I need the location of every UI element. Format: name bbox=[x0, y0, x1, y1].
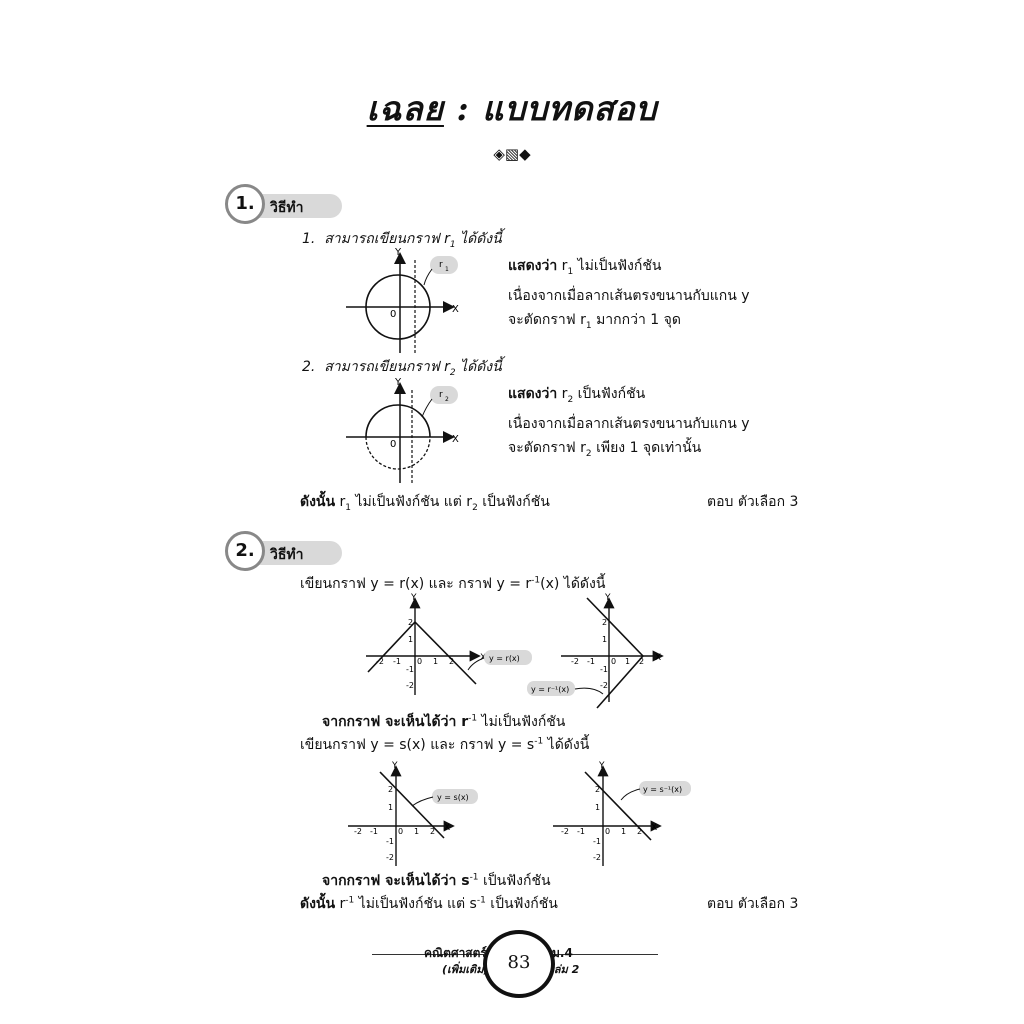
svg-text:2: 2 bbox=[408, 618, 413, 627]
graph-label-sub: 2 bbox=[445, 396, 449, 403]
svg-text:2: 2 bbox=[602, 618, 607, 627]
svg-text:2: 2 bbox=[430, 827, 435, 836]
svg-text:1: 1 bbox=[433, 657, 438, 666]
q1-part2-heading: 2. สามารถเขียนกราฟ r2 ได้ดังนี้ bbox=[302, 359, 502, 378]
question-number: 2. bbox=[225, 531, 265, 571]
graph-r1: X Y 0 r 1 bbox=[346, 247, 459, 355]
svg-text:X: X bbox=[655, 653, 661, 663]
graph-label: r bbox=[439, 260, 443, 270]
svg-text:2: 2 bbox=[388, 785, 393, 794]
svg-text:X: X bbox=[651, 823, 657, 833]
q1-answer: ตอบ ตัวเลือก 3 bbox=[707, 494, 799, 510]
r2-explanation: แสดงว่า r2 เป็นฟังก์ชัน เนื่องจากเมื่อลา… bbox=[508, 386, 750, 459]
svg-text:-1: -1 bbox=[386, 837, 394, 846]
graph-label: y = s⁻¹(x) bbox=[643, 785, 682, 794]
svg-text:0: 0 bbox=[611, 657, 616, 666]
page-title: เฉลย : แบบทดสอบ bbox=[0, 82, 1024, 135]
method-label: วิธีทำ bbox=[270, 547, 304, 563]
q2-observation-2: จากกราฟ จะเห็นได้ว่า s-1 เป็นฟังก์ชัน bbox=[322, 872, 551, 889]
origin-label: 0 bbox=[390, 439, 396, 450]
svg-text:1: 1 bbox=[625, 657, 630, 666]
footer-subject-sub: (เพิ่มเติม) bbox=[442, 963, 489, 976]
q2-answer: ตอบ ตัวเลือก 3 bbox=[707, 896, 799, 912]
graph-label-sub: 1 bbox=[445, 266, 449, 273]
title-ornament: ◈▧◆ bbox=[493, 145, 531, 163]
svg-text:X: X bbox=[444, 823, 450, 833]
svg-text:-2: -2 bbox=[406, 681, 414, 690]
svg-text:-2: -2 bbox=[376, 657, 384, 666]
footer-rule-right bbox=[548, 954, 658, 955]
question-number: 1. bbox=[225, 184, 265, 224]
title-prefix: เฉลย bbox=[366, 89, 444, 128]
svg-text:-1: -1 bbox=[593, 837, 601, 846]
svg-text:1: 1 bbox=[621, 827, 626, 836]
graph-r-inverse: X Y -2 -1 0 1 2 2 1 -1 -2 y = r⁻¹(x) bbox=[527, 593, 664, 709]
svg-text:2: 2 bbox=[637, 827, 642, 836]
graph-label: r bbox=[439, 390, 443, 400]
svg-text:-2: -2 bbox=[386, 853, 394, 862]
svg-text:-1: -1 bbox=[393, 657, 401, 666]
origin-label: 0 bbox=[390, 309, 396, 320]
svg-text:1: 1 bbox=[414, 827, 419, 836]
q2-conclusion: ดังนั้น r-1 ไม่เป็นฟังก์ชัน แต่ s-1 เป็น… bbox=[300, 895, 558, 912]
svg-text:Y: Y bbox=[391, 761, 398, 771]
q2-intro-2: เขียนกราฟ y = s(x) และ กราฟ y = s-1 ได้ด… bbox=[300, 736, 590, 753]
svg-text:1: 1 bbox=[388, 803, 393, 812]
graph-r: X Y -2 -1 0 1 2 2 1 -1 -2 y = r(x) bbox=[366, 593, 532, 695]
q1-part1-heading: 1. สามารถเขียนกราฟ r1 ได้ดังนี้ bbox=[302, 231, 502, 250]
svg-text:-1: -1 bbox=[577, 827, 585, 836]
svg-text:Y: Y bbox=[598, 761, 605, 771]
svg-text:1: 1 bbox=[595, 803, 600, 812]
x-axis-label: X bbox=[452, 304, 459, 315]
q1-conclusion: ดังนั้น r1 ไม่เป็นฟังก์ชัน แต่ r2 เป็นฟั… bbox=[300, 494, 550, 513]
svg-text:-1: -1 bbox=[406, 665, 414, 674]
footer-volume: เล่ม 2 bbox=[550, 963, 580, 976]
q2-observation-1: จากกราฟ จะเห็นได้ว่า r-1 ไม่เป็นฟังก์ชัน bbox=[322, 713, 566, 730]
svg-text:2: 2 bbox=[639, 657, 644, 666]
svg-text:-2: -2 bbox=[593, 853, 601, 862]
graph-r2: X Y 0 r 2 bbox=[346, 377, 459, 485]
svg-text:Y: Y bbox=[604, 593, 611, 603]
svg-text:2: 2 bbox=[595, 785, 600, 794]
method-label: วิธีทำ bbox=[270, 200, 304, 216]
y-axis-label: Y bbox=[394, 377, 402, 388]
svg-text:Y: Y bbox=[410, 593, 417, 603]
graph-s-inverse: X Y -2 -1 0 1 2 2 1 -1 -2 y = s⁻¹(x) bbox=[553, 761, 691, 866]
q2-intro: เขียนกราฟ y = r(x) และ กราฟ y = r-1(x) ไ… bbox=[300, 575, 606, 592]
footer-rule-left bbox=[372, 954, 484, 955]
svg-text:-2: -2 bbox=[571, 657, 579, 666]
x-axis-label: X bbox=[452, 434, 459, 445]
svg-text:-2: -2 bbox=[561, 827, 569, 836]
svg-text:1: 1 bbox=[602, 635, 607, 644]
footer-grade: ม.4 bbox=[552, 946, 573, 960]
svg-text:-2: -2 bbox=[600, 681, 608, 690]
svg-text:0: 0 bbox=[398, 827, 403, 836]
footer-subject: คณิตศาสตร์ bbox=[424, 946, 487, 960]
svg-text:1: 1 bbox=[408, 635, 413, 644]
svg-text:-1: -1 bbox=[587, 657, 595, 666]
svg-text:-2: -2 bbox=[354, 827, 362, 836]
svg-text:2: 2 bbox=[449, 657, 454, 666]
graph-s: X Y -2 -1 0 1 2 2 1 -1 -2 y = s(x) bbox=[348, 761, 478, 866]
svg-text:0: 0 bbox=[605, 827, 610, 836]
svg-text:-1: -1 bbox=[600, 665, 608, 674]
svg-text:0: 0 bbox=[417, 657, 422, 666]
graph-label: y = s(x) bbox=[437, 793, 469, 802]
graph-label: y = r⁻¹(x) bbox=[531, 685, 569, 694]
y-axis-label: Y bbox=[394, 247, 402, 258]
graph-label: y = r(x) bbox=[489, 654, 520, 663]
page-number: 83 bbox=[483, 930, 555, 998]
r1-explanation: แสดงว่า r1 ไม่เป็นฟังก์ชัน เนื่องจากเมื่… bbox=[508, 258, 750, 331]
title-main: : แบบทดสอบ bbox=[443, 89, 658, 128]
svg-text:-1: -1 bbox=[370, 827, 378, 836]
